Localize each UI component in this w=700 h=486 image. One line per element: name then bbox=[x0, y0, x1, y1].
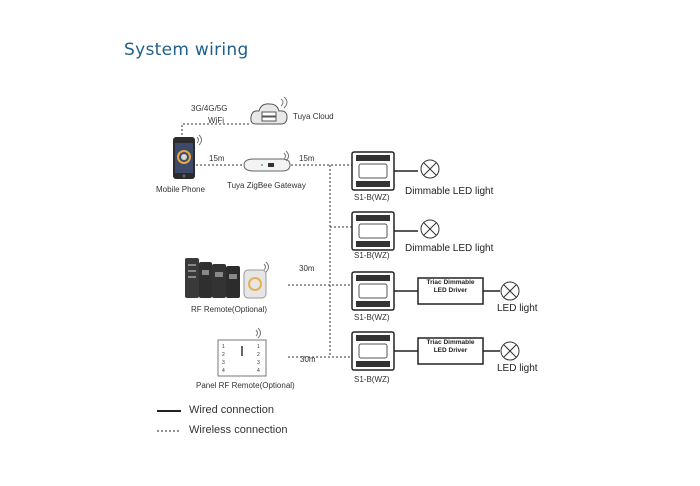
panel-key: 4 bbox=[257, 368, 260, 374]
legend-wireless-label: Wireless connection bbox=[189, 424, 288, 436]
controller-1-terminal-top bbox=[356, 155, 390, 161]
cloud-label: Tuya Cloud bbox=[293, 112, 334, 121]
panel-key: 1 bbox=[257, 344, 260, 350]
phone-gateway-distance: 15m bbox=[209, 154, 225, 163]
mobile-phone-icon bbox=[173, 134, 202, 179]
phone-label: Mobile Phone bbox=[156, 185, 205, 194]
controller-4-face bbox=[358, 343, 388, 359]
driver-line: Triac Dimmable bbox=[426, 339, 475, 346]
driver-3-box bbox=[417, 277, 484, 305]
controller-2-terminal-top bbox=[356, 215, 390, 221]
controller-4-terminal-top bbox=[356, 335, 390, 341]
controller-1-terminal-bottom bbox=[356, 181, 390, 187]
driver-line: LED Driver bbox=[433, 347, 468, 354]
controller-4-model: S1-B(WZ) bbox=[354, 375, 390, 384]
gateway-icon bbox=[243, 150, 291, 172]
driver-line: Triac Dimmable bbox=[426, 279, 475, 286]
load-2-label: Dimmable LED light bbox=[405, 243, 494, 254]
controllers-group bbox=[351, 151, 520, 371]
panel-keys-right: 1 2 3 4 bbox=[257, 343, 260, 375]
bulb-1-icon-cross-b bbox=[423, 162, 437, 176]
phone-cloud-link bbox=[181, 123, 251, 135]
panel-remote-icon bbox=[217, 327, 267, 377]
driver-line: LED Driver bbox=[433, 287, 468, 294]
controller-2-terminal-bottom bbox=[356, 241, 390, 247]
controller-3-model: S1-B(WZ) bbox=[354, 313, 390, 322]
network-label: 3G/4G/5G bbox=[191, 104, 228, 113]
diagram-title: System wiring bbox=[124, 40, 249, 60]
gateway-label: Tuya ZigBee Gateway bbox=[227, 181, 306, 190]
panel-key: 1 bbox=[222, 344, 225, 350]
panel-key: 4 bbox=[222, 368, 225, 374]
bulb-3-icon-cross-b bbox=[503, 284, 517, 298]
controller-4-terminal-bottom bbox=[356, 361, 390, 367]
load-3-label: LED light bbox=[497, 303, 538, 314]
controller-3-terminal-bottom bbox=[356, 301, 390, 307]
panel-remote-label: Panel RF Remote(Optional) bbox=[196, 381, 295, 390]
controller-2-face bbox=[358, 223, 388, 239]
driver-3-label: Triac Dimmable LED Driver bbox=[418, 279, 483, 295]
controller-3-face bbox=[358, 283, 388, 299]
controller-1-model: S1-B(WZ) bbox=[354, 193, 390, 202]
load-1-label: Dimmable LED light bbox=[405, 186, 494, 197]
rf-remote-label: RF Remote(Optional) bbox=[191, 305, 268, 314]
panel-key: 3 bbox=[257, 360, 260, 366]
rf-remote-distance: 30m bbox=[299, 264, 315, 273]
controller-2-model: S1-B(WZ) bbox=[354, 251, 390, 260]
panel-remote-distance: 30m bbox=[300, 355, 316, 364]
legend-wired-label: Wired connection bbox=[189, 404, 274, 416]
panel-key: 3 bbox=[222, 360, 225, 366]
driver-4-label: Triac Dimmable LED Driver bbox=[418, 339, 483, 355]
cloud-icon bbox=[250, 96, 288, 125]
bulb-4-icon-cross-b bbox=[503, 344, 517, 358]
gateway-controller-distance: 15m bbox=[299, 154, 315, 163]
panel-key: 2 bbox=[257, 352, 260, 358]
rf-remote-icon bbox=[185, 258, 269, 299]
driver-4-box bbox=[417, 337, 484, 365]
load-4-label: LED light bbox=[497, 363, 538, 374]
wifi-label: WiFi bbox=[208, 116, 224, 125]
bulb-2-icon-cross-b bbox=[423, 222, 437, 236]
controller-3-terminal-top bbox=[356, 275, 390, 281]
panel-key: 2 bbox=[222, 352, 225, 358]
controller-1-face bbox=[358, 163, 388, 179]
panel-keys-left: 1 2 3 4 bbox=[222, 343, 225, 375]
